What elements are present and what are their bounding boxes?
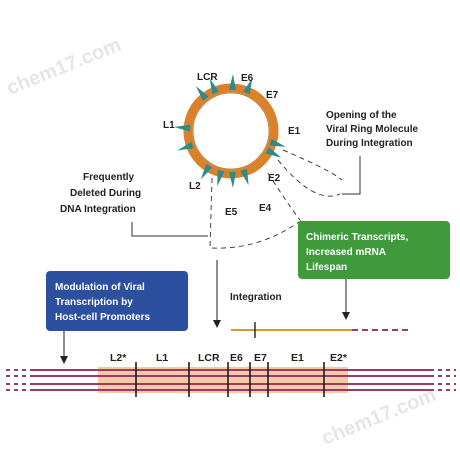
deleted-line-2: Deleted During [70, 188, 141, 199]
deleted-line-1: Frequently [83, 172, 135, 183]
ring-spikes [174, 74, 286, 188]
ring-spike-5 [174, 124, 191, 132]
modulation-line-3: Host-cell Promoters [55, 312, 150, 323]
deleted-line-3: DNA Integration [60, 204, 136, 215]
ring-label-e5: E5 [225, 207, 238, 218]
chrom-label-lcr: LCR [198, 352, 220, 364]
opening-dashes [209, 149, 343, 249]
integration-arrow-head [213, 320, 221, 328]
ring-label-l1: L1 [163, 120, 175, 131]
deleted-annotation: Frequently Deleted During DNA Integratio… [60, 172, 208, 237]
chrom-label-e2: E2* [330, 352, 348, 364]
ring-label-e1: E1 [288, 126, 301, 137]
ring-inner [192, 92, 270, 170]
ring-spike-4 [195, 86, 209, 101]
deleted-connector [131, 222, 208, 237]
modulation-line-1: Modulation of Viral [55, 282, 145, 293]
opening-line-1: Opening of the [326, 110, 397, 121]
chimeric-box: Chimeric Transcripts, Increased mRNA Lif… [298, 221, 450, 320]
viral-insert [98, 367, 348, 393]
chimeric-line-1: Chimeric Transcripts, [306, 232, 408, 243]
ring-spike-7 [200, 163, 213, 180]
chimeric-arrow-head [342, 312, 350, 320]
dash-e2-arc [267, 172, 301, 221]
integrated-chromosome: L2* L1 LCR E6 E7 E1 E2* [6, 352, 456, 397]
ring-label-lcr: LCR [197, 72, 218, 83]
chimeric-box-bg [298, 221, 450, 279]
ring-spike-11 [269, 138, 286, 147]
dash-bottom-arc [211, 219, 303, 249]
ring-spike-6 [177, 141, 194, 151]
ring-spike-9 [228, 171, 236, 188]
ring-label-e4: E4 [259, 203, 272, 214]
chrom-label-e6: E6 [230, 352, 243, 364]
chimeric-line-2: Increased mRNA [306, 247, 386, 258]
chimeric-line-3: Lifespan [306, 262, 347, 273]
modulation-line-2: Transcription by [55, 297, 133, 308]
modulation-arrow-head [60, 356, 68, 364]
chrom-label-e7: E7 [254, 352, 267, 364]
opening-annotation: Opening of the Viral Ring Molecule Durin… [326, 110, 418, 195]
dash-left-vertical [209, 177, 213, 249]
ring-label-e2: E2 [268, 173, 281, 184]
modulation-box-bg [46, 271, 188, 331]
transcript-line [231, 322, 410, 338]
ring-spike-1 [243, 78, 253, 95]
dash-lower-right [277, 159, 341, 197]
watermark-bottom: chem17.com [319, 384, 440, 450]
chrom-label-e1: E1 [291, 352, 304, 364]
opening-connector [342, 156, 361, 195]
chrom-label-l1: L1 [156, 352, 168, 364]
ring-label-e6: E6 [241, 73, 254, 84]
ring-spike-2 [228, 74, 236, 91]
chrom-label-l2: L2* [110, 352, 127, 364]
viral-ring [174, 74, 286, 188]
ring-spike-10 [240, 168, 249, 186]
ring-spike-8 [217, 169, 225, 187]
ring-spike-12 [265, 147, 282, 158]
host-strands [30, 369, 430, 391]
ring-label-e7: E7 [266, 90, 279, 101]
gene-boundaries [135, 362, 325, 397]
opening-line-3: During Integration [326, 138, 413, 149]
opening-line-2: Viral Ring Molecule [326, 124, 418, 135]
watermark-top: chem17.com [4, 34, 125, 100]
ring-spike-3 [209, 78, 219, 95]
modulation-box: Modulation of Viral Transcription by Hos… [46, 271, 188, 364]
strand-dash-ends [6, 369, 456, 391]
integration-annotation: Integration [213, 260, 282, 328]
ring-label-l2: L2 [189, 181, 201, 192]
integration-label: Integration [230, 292, 282, 303]
